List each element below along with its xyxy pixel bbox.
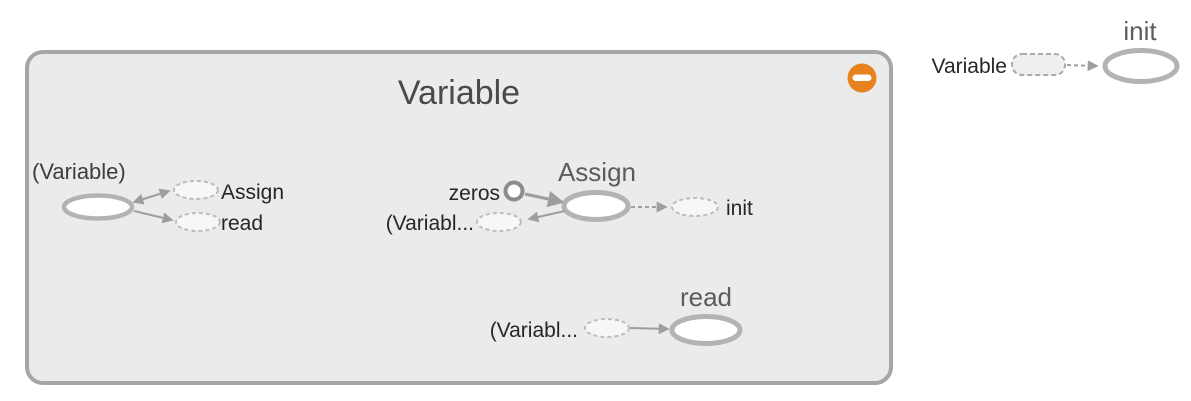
zeros-annotation-label: zeros xyxy=(449,182,500,205)
assign-node-title: Assign xyxy=(558,157,636,187)
annotation-zeros[interactable]: zeros xyxy=(449,180,525,205)
zeros-const-circle[interactable] xyxy=(503,180,525,202)
read-node-title: read xyxy=(680,282,732,312)
annotation-init[interactable]: init xyxy=(671,197,753,220)
edge-variable-assign xyxy=(132,188,171,205)
edge-variable-read xyxy=(133,210,174,224)
annotation-variable-ref-assign[interactable]: (Variabl... xyxy=(386,212,522,235)
read-annotation-ellipse[interactable] xyxy=(175,212,221,232)
assign-annotation-label: Assign xyxy=(221,181,284,204)
edge-variable-init xyxy=(1066,60,1099,72)
init-ellipse[interactable] xyxy=(1102,48,1180,84)
collapse-button[interactable] xyxy=(847,63,877,93)
annotation-read[interactable]: read xyxy=(175,212,263,235)
annotation-assign[interactable]: Assign xyxy=(173,180,284,204)
node-assign[interactable]: Assign zeros (Variabl... init xyxy=(386,157,753,235)
init-annotation-label: init xyxy=(726,197,753,220)
minus-icon-bar xyxy=(852,74,872,81)
read-ellipse[interactable] xyxy=(669,314,743,346)
edge-zeros-assign xyxy=(524,190,565,208)
group-node-box[interactable] xyxy=(25,50,893,385)
assign-annotation-ellipse[interactable] xyxy=(173,180,219,200)
init-annotation-ellipse[interactable] xyxy=(671,197,719,217)
variable-node-label: (Variable) xyxy=(32,159,126,184)
variable-ref-annotation-label: (Variabl... xyxy=(386,212,474,235)
read-annotation-label: read xyxy=(221,212,263,235)
init-node-title: init xyxy=(1123,16,1157,46)
variable-ellipse[interactable] xyxy=(61,193,135,221)
variable-external-annotation-pill[interactable] xyxy=(1011,53,1066,76)
group-node-title: Variable xyxy=(398,74,520,112)
annotation-variable-external[interactable]: Variable xyxy=(932,53,1066,78)
assign-ellipse[interactable] xyxy=(561,190,631,222)
variable-ref-annotation-ellipse[interactable] xyxy=(476,212,522,232)
node-init-external[interactable]: Variable init xyxy=(932,16,1180,84)
node-read[interactable]: (Variabl... read xyxy=(490,282,743,346)
edge-assign-variable-ref xyxy=(527,210,566,223)
edge-variable-ref-read xyxy=(629,323,670,335)
variable-external-annotation-label: Variable xyxy=(932,55,1008,78)
variable-group-node[interactable]: Variable (Variable) Assign read Assign xyxy=(25,50,893,385)
variable-ref-read-annotation-ellipse[interactable] xyxy=(584,318,630,338)
variable-ref-read-annotation-label: (Variabl... xyxy=(490,319,578,342)
node-variable[interactable]: (Variable) Assign read xyxy=(32,159,284,235)
annotation-variable-ref-read[interactable]: (Variabl... xyxy=(490,318,630,342)
